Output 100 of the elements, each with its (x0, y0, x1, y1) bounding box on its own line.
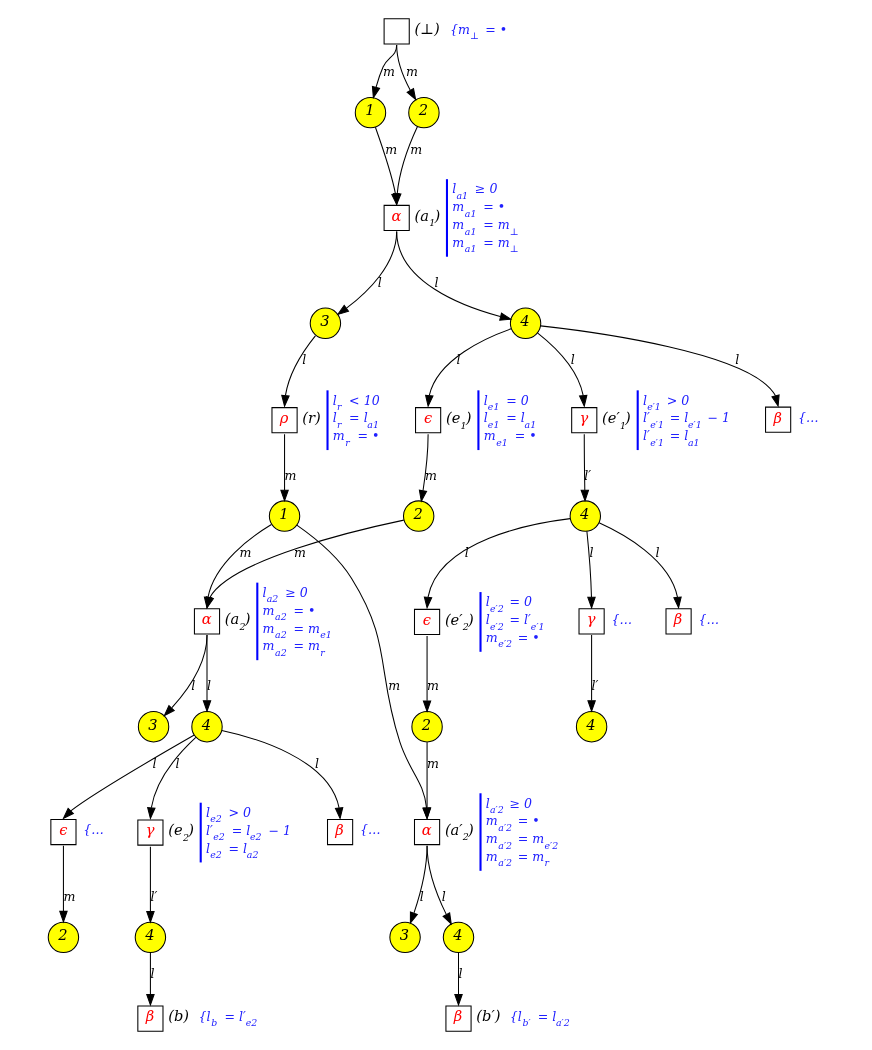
edge-label: l (734, 352, 739, 368)
node-label: l$_{r}$ = l$_{a1}$ (332, 410, 379, 430)
edge-label: l (314, 755, 319, 771)
edge-label: m (62, 888, 75, 904)
node-box: β (764, 406, 791, 433)
node-circle: 4 (575, 711, 607, 743)
node-label: l$_{a′2}$ ≥ 0 (485, 795, 532, 816)
node-label: (⊥) (413, 20, 440, 38)
node-label: l$_{e1}$ = l$_{a1}$ (483, 410, 536, 430)
node-circle: 1 (268, 500, 300, 532)
arrow (58, 845, 68, 924)
node-circle: 3 (137, 711, 169, 743)
node-label: m$_{r}$ = • (332, 428, 379, 448)
edge-label: m (384, 141, 397, 157)
node-label: {… (797, 409, 819, 425)
node-label: m$_{a′2}$ = • (485, 813, 540, 833)
edge-label: l (441, 888, 446, 904)
node-label: (b′) (475, 1007, 500, 1025)
edge-label: l (152, 755, 157, 771)
edge-label: m (238, 545, 251, 561)
edge-label: m (426, 678, 439, 694)
arrow (586, 634, 596, 713)
node-label: l$_{e′2}$ = l′$_{e′1}$ (485, 612, 545, 632)
node-box: β (664, 608, 692, 635)
node-label: l$_{r}$ < 10 (332, 392, 380, 413)
edge-label: l (464, 545, 469, 561)
arrow (395, 231, 512, 321)
arrow (418, 433, 429, 503)
arrow (145, 846, 155, 924)
edge-label: l (206, 678, 211, 694)
arrow (426, 845, 452, 926)
edge-label: l (419, 888, 424, 904)
arrow (295, 524, 431, 820)
edge-label: l (570, 352, 575, 368)
node-label: l$_{e2}$ = l$_{a2}$ (205, 840, 258, 861)
edge-label: l (655, 545, 660, 561)
arrow (423, 518, 571, 610)
node-label: m$_{a2}$ = m$_{r}$ (262, 638, 325, 658)
edge-label: m (387, 678, 400, 694)
node-circle: 4 (569, 500, 601, 532)
edge-label: l (301, 352, 306, 368)
edge-label: m (409, 141, 422, 157)
node-circle: 2 (410, 711, 443, 743)
arrow (202, 634, 211, 713)
node-box: β (136, 1005, 163, 1032)
node-box (383, 18, 410, 45)
edge-label: l (149, 966, 154, 982)
node-circle: 4 (509, 307, 541, 339)
node-label: l′$_{e′1}$ = l$_{e′1}$ − 1 (642, 410, 730, 430)
arrow (422, 635, 431, 713)
arrow (146, 736, 196, 820)
node-label: m$_{a′2}$ = m$_{r}$ (485, 848, 549, 869)
arrow (162, 634, 208, 717)
arrow (424, 328, 512, 408)
node-box: ϵ (49, 818, 77, 846)
arrow (539, 325, 780, 408)
node-label: l$_{e′2}$ = 0 (485, 594, 532, 614)
node-label: {… (82, 822, 104, 838)
node-label: m$_{a2}$ = • (262, 602, 316, 623)
edge-label: l (175, 755, 180, 771)
arrow (453, 952, 463, 1007)
arrow (280, 335, 316, 408)
node-label: {l$_{b}$ = l′$_{e2}$ (198, 1008, 257, 1029)
edge-label: l′ (149, 888, 157, 904)
node-label: m$_{a1}$ = m$_{⊥}$ (451, 217, 519, 237)
node-box: γ (578, 608, 605, 635)
node-label: m$_{a1}$ = m$_{⊥}$ (451, 234, 519, 255)
node-label: m$_{e′2}$ = • (485, 629, 540, 650)
node-circle: 2 (402, 500, 434, 532)
node-label: {l$_{b′}$ = l$_{a′2}$ (509, 1008, 570, 1029)
node-circle: 2 (407, 96, 440, 129)
edge-label: l (190, 678, 195, 694)
arrow (585, 530, 596, 610)
arrow (279, 433, 289, 503)
edge-label: l′ (583, 467, 591, 483)
edge-label: m (382, 64, 395, 80)
arrow (422, 741, 431, 820)
node-circle: 1 (354, 96, 386, 129)
node-circle: 4 (134, 921, 166, 954)
arrow (579, 433, 589, 503)
edge-label: l (458, 966, 463, 982)
node-label: {… (611, 611, 632, 627)
node-label: {… (697, 611, 719, 627)
node-label: m$_{e1}$ = • (483, 428, 537, 448)
edge-label: m (405, 64, 418, 80)
arrow (61, 734, 195, 820)
node-box: β (444, 1005, 472, 1032)
edge-label: l (433, 274, 438, 290)
edge-label: m (426, 755, 439, 771)
node-label: l′$_{e′1}$ = l$_{a1}$ (642, 428, 700, 448)
edge-label: l (377, 274, 382, 290)
node-label: {… (359, 822, 381, 838)
node-label: l$_{a2}$ ≥ 0 (262, 584, 308, 605)
edge-label: m (424, 467, 437, 483)
node-label: m$_{a1}$ = • (451, 199, 505, 219)
edge-label: l (589, 545, 594, 561)
node-circle: 2 (47, 921, 79, 954)
arrow (145, 952, 155, 1007)
node-circle: 4 (442, 921, 474, 954)
arrow (220, 730, 343, 820)
